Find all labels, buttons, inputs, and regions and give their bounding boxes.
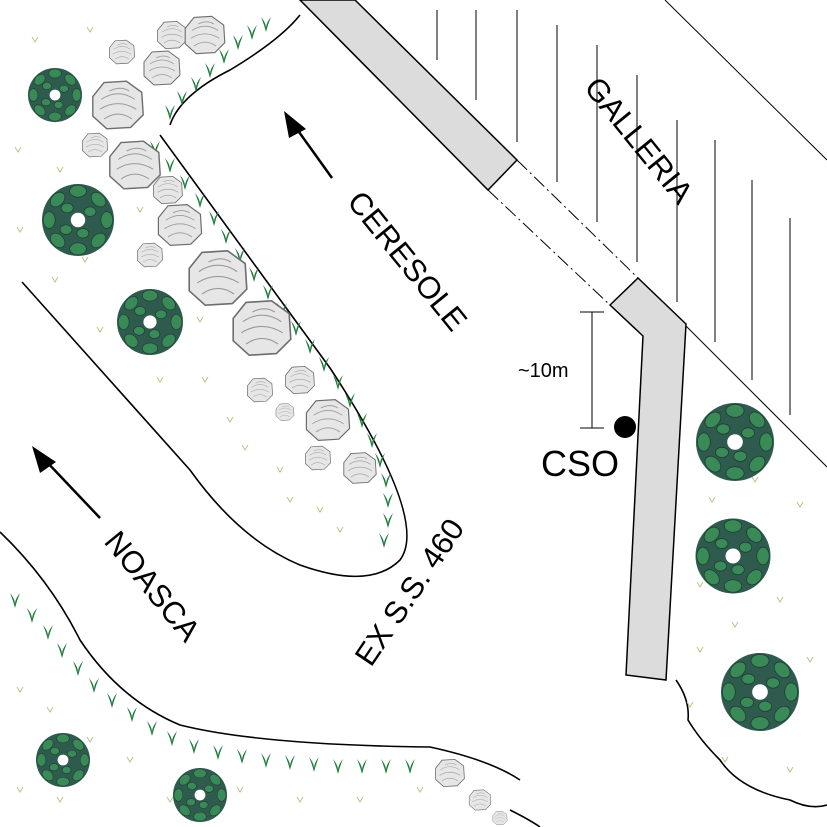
road-label: EX S.S. 460	[348, 512, 471, 672]
direction-arrows	[32, 111, 334, 519]
grass-tufts	[10, 17, 415, 774]
ceresole-arrow	[292, 124, 334, 179]
distance-marker	[580, 311, 604, 429]
road-edges	[0, 14, 827, 827]
noasca-arrow	[44, 459, 101, 519]
tunnel-walls	[298, 0, 687, 681]
tunnel-hatching	[436, 0, 827, 468]
ceresole-label: CERESOLE	[341, 184, 474, 337]
galleria-label: GALLERIA	[578, 70, 701, 210]
station-point	[614, 416, 636, 438]
noasca-label: NOASCA	[98, 524, 208, 648]
station-label: CSO	[541, 443, 619, 484]
distance-label: ~10m	[518, 360, 569, 382]
